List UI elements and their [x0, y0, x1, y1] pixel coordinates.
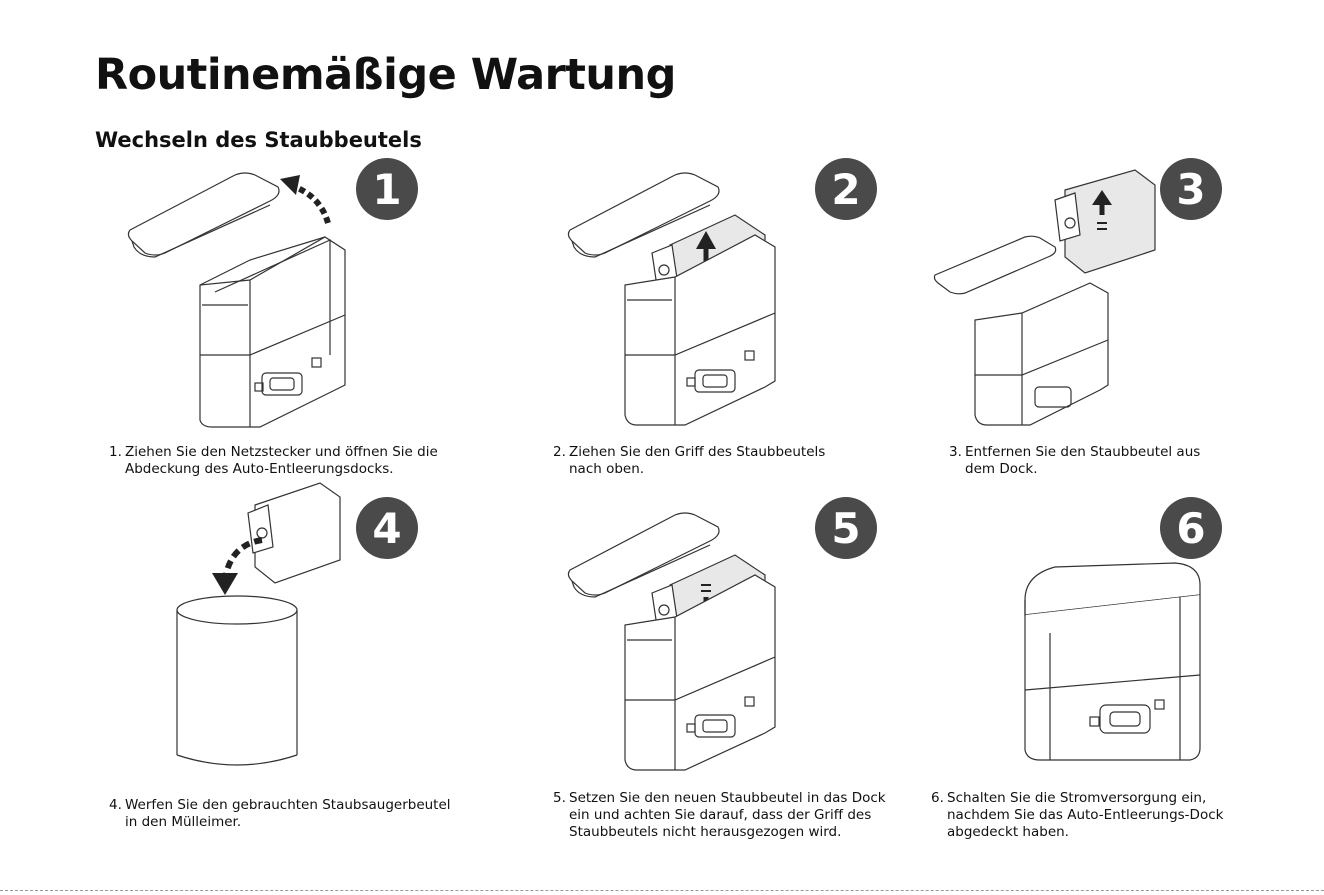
step-3-text-line-2: dem Dock. — [965, 461, 1038, 477]
step-4-number: 4. — [109, 797, 122, 813]
step-1-number: 1. — [109, 444, 122, 460]
step-3-number: 3. — [949, 444, 962, 460]
step-1-text-line-1: Ziehen Sie den Netzstecker und öffnen Si… — [125, 444, 438, 460]
bottom-divider — [0, 890, 1324, 891]
step-5-illustration — [567, 512, 776, 771]
step-6-caption: 6.Schalten Sie die Stromversorgung ein, … — [931, 790, 1311, 841]
step-2-text-line-2: nach oben. — [569, 461, 645, 477]
step-6-text-line-2: nachdem Sie das Auto-Entleerungs-Dock — [947, 807, 1224, 823]
step-4-text-line-1: Werfen Sie den gebrauchten Staubsaugerbe… — [125, 797, 451, 813]
step-4-illustration — [176, 482, 341, 766]
step-5-badge: 5 — [815, 497, 877, 559]
step-5-text-line-1: Setzen Sie den neuen Staubbeutel in das … — [569, 790, 886, 806]
step-6-text-line-1: Schalten Sie die Stromversorgung ein, — [947, 790, 1207, 806]
step-2-caption: 2.Ziehen Sie den Griff des Staubbeutels … — [553, 444, 883, 478]
step-6-number: 6. — [931, 790, 944, 806]
step-3-illustration — [933, 169, 1156, 426]
step-5-number: 5. — [553, 790, 566, 806]
step-2-illustration — [567, 172, 776, 426]
step-3-text-line-1: Entfernen Sie den Staubbeutel aus — [965, 444, 1201, 460]
step-5-text-line-2: ein und achten Sie darauf, dass der Grif… — [569, 807, 872, 823]
step-4-caption: 4.Werfen Sie den gebrauchten Staubsauger… — [109, 797, 489, 831]
step-1-text-line-2: Abdeckung des Auto-Entleerungsdocks. — [125, 461, 394, 477]
step-2-text-line-1: Ziehen Sie den Griff des Staubbeutels — [569, 444, 826, 460]
step-6-illustration — [1024, 562, 1201, 761]
step-3-caption: 3.Entfernen Sie den Staubbeutel aus dem … — [949, 444, 1279, 478]
step-1-caption: 1.Ziehen Sie den Netzstecker und öffnen … — [109, 444, 469, 478]
step-4-text-line-2: in den Mülleimer. — [125, 814, 242, 830]
step-6-badge: 6 — [1160, 497, 1222, 559]
step-2-number: 2. — [553, 444, 566, 460]
step-1-illustration — [127, 172, 346, 428]
step-4-badge: 4 — [356, 497, 418, 559]
step-2-badge: 2 — [815, 158, 877, 220]
step-1-badge: 1 — [356, 158, 418, 220]
step-5-text-line-3: Staubbeutels nicht herausgezogen wird. — [569, 824, 842, 840]
step-3-badge: 3 — [1160, 158, 1222, 220]
section-subtitle: Wechseln des Staubbeutels — [95, 128, 422, 152]
step-5-caption: 5.Setzen Sie den neuen Staubbeutel in da… — [553, 790, 913, 841]
step-6-text-line-3: abgedeckt haben. — [947, 824, 1069, 840]
page-title: Routinemäßige Wartung — [95, 50, 676, 100]
